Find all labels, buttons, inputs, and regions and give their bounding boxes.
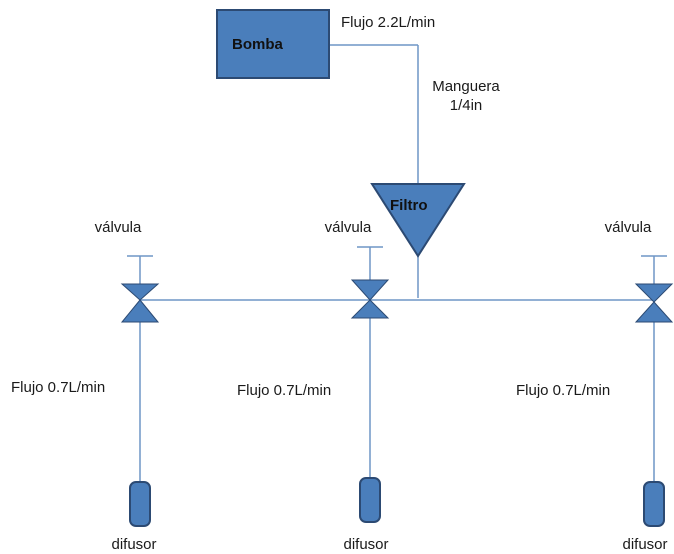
branch-flow-label: Flujo 0.7L/min <box>516 382 610 399</box>
diffuser-icon <box>359 477 381 523</box>
pump-flow-label: Flujo 2.2L/min <box>341 14 435 31</box>
pump-label: Bomba <box>232 36 283 53</box>
diffuser-label: difusor <box>622 536 667 553</box>
valve-label: válvula <box>325 219 372 236</box>
hose-label-line2: 1/4in <box>450 97 483 114</box>
branch-flow-label: Flujo 0.7L/min <box>237 382 331 399</box>
pipes <box>127 44 667 482</box>
branch-flow-label: Flujo 0.7L/min <box>11 379 105 396</box>
pump-box <box>216 9 330 79</box>
valve-label: válvula <box>95 219 142 236</box>
valve-icon <box>634 283 674 323</box>
valve-label: válvula <box>605 219 652 236</box>
diffuser-icon <box>643 481 665 527</box>
diffuser-icon <box>129 481 151 527</box>
hose-label-line1: Manguera <box>432 78 500 95</box>
valve-icon <box>350 279 390 319</box>
diffuser-label: difusor <box>111 536 156 553</box>
valve-icon <box>120 283 160 323</box>
filter-label: Filtro <box>390 197 428 214</box>
diffuser-label: difusor <box>343 536 388 553</box>
filter-triangle <box>370 183 466 258</box>
